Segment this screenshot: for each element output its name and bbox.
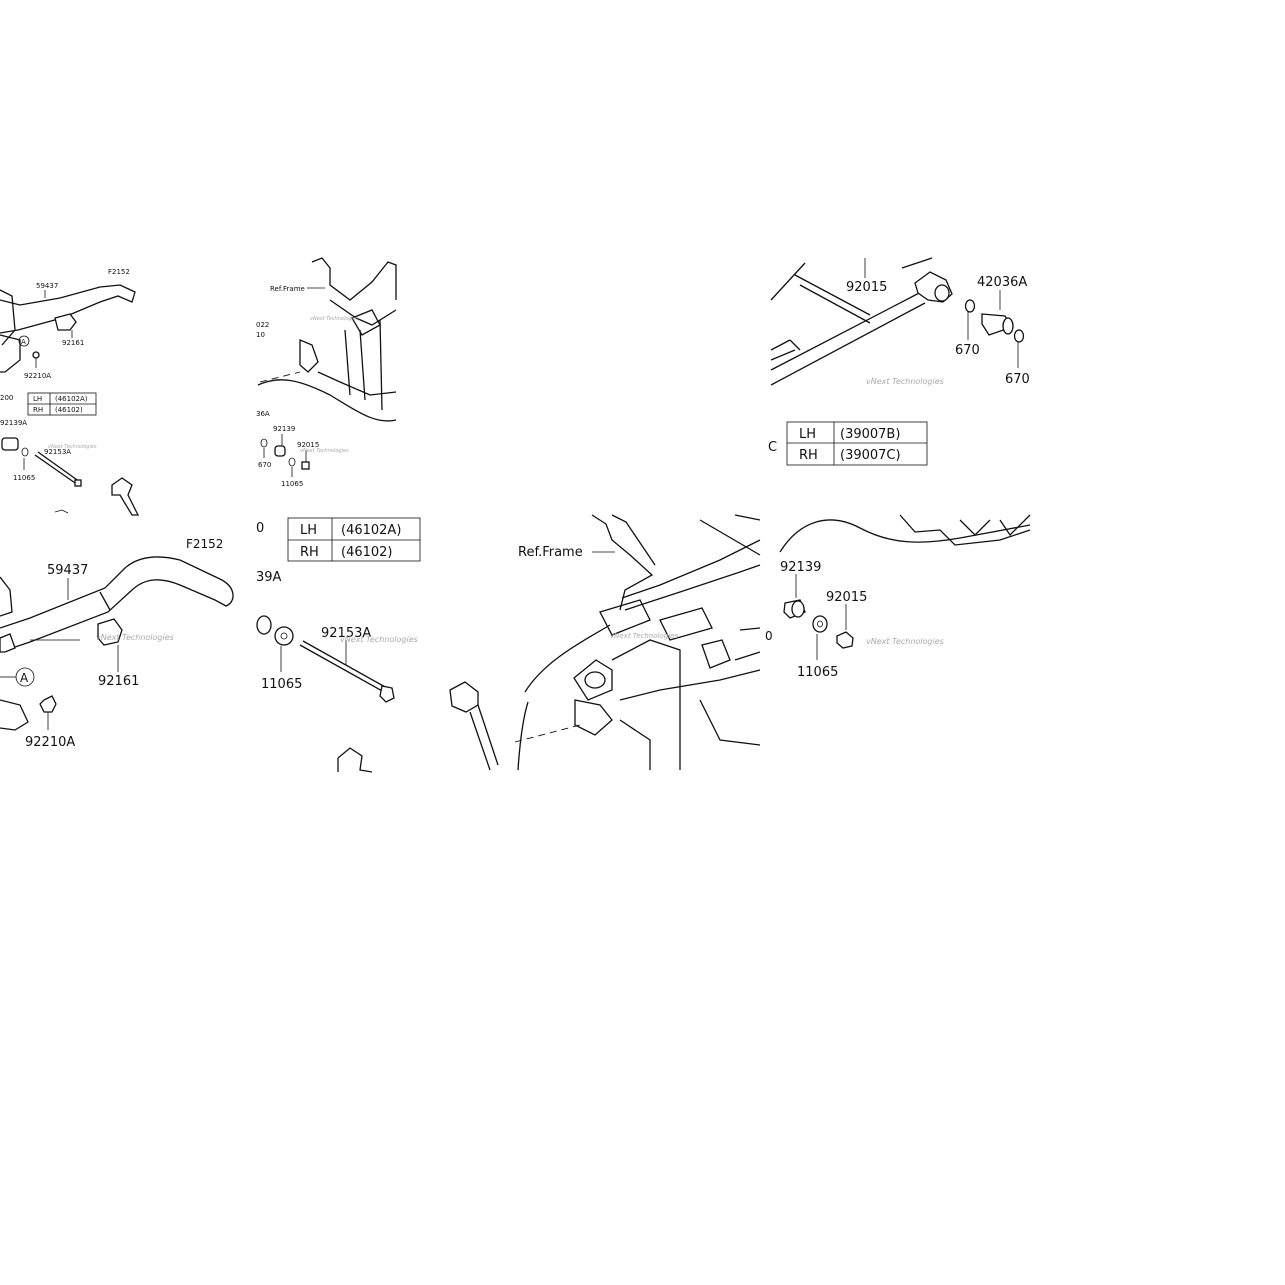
p1-part-92139a: 92139A xyxy=(0,419,27,427)
p1-part-92153a: 92153A xyxy=(44,448,71,456)
p2-frag-36a: 36A xyxy=(256,410,270,418)
p3-frag-c: C xyxy=(768,440,777,455)
p1-table-lh-val: (46102A) xyxy=(55,395,88,403)
p3-table-lh: LH xyxy=(799,427,816,442)
p3-watermark: vNext Technologies xyxy=(866,377,944,386)
p5-table-rh: RH xyxy=(300,545,319,560)
p2-part-92139: 92139 xyxy=(273,425,295,433)
p2-frag-022: 022 xyxy=(256,321,269,329)
p1-table-rh: RH xyxy=(33,406,43,414)
panel-5-bolt: 0 LH (46102A) RH (46102) 39A 11065 92153… xyxy=(256,517,421,773)
p6-watermark: vNext Technologies xyxy=(610,632,678,640)
p5-part-11065: 11065 xyxy=(261,677,302,692)
p2-frag-10: 10 xyxy=(256,331,265,339)
p3-part-42036a: 42036A xyxy=(977,275,1027,290)
p1-circle-a: A xyxy=(21,338,26,346)
p5-watermark: vNext Technologies xyxy=(340,635,418,644)
p1-part-59437: 59437 xyxy=(36,282,58,290)
p2-watermark: vNext Technologies xyxy=(310,316,359,322)
p6-ref-frame: Ref.Frame xyxy=(518,545,583,560)
p1-part-92161: 92161 xyxy=(62,339,84,347)
panel-3-a-arm: 92015 670 42036A 670 vNext Technologies … xyxy=(768,257,1030,466)
p1-frag-200: 200 xyxy=(0,394,13,402)
p4-part-92161: 92161 xyxy=(98,674,139,689)
p7-frag-0: 0 xyxy=(765,629,773,643)
p4-watermark: vNext Technologies xyxy=(96,633,174,642)
p5-table-lh-val: (46102A) xyxy=(341,523,401,538)
p4-part-59437: 59437 xyxy=(47,563,88,578)
p5-frag-0: 0 xyxy=(256,521,264,536)
p2-part-670: 670 xyxy=(258,461,271,469)
p2-part-92015: 92015 xyxy=(297,441,319,449)
p2-ref-frame: Ref.Frame xyxy=(270,285,305,293)
p3-table-rh-val: (39007C) xyxy=(840,448,901,463)
p7-part-11065: 11065 xyxy=(797,665,838,680)
p1-part-11065: 11065 xyxy=(13,474,35,482)
panel-6-frame: Ref.Frame vNext Technologies xyxy=(449,514,761,771)
p1-table-rh-val: (46102) xyxy=(55,406,83,414)
p5-table-rh-val: (46102) xyxy=(341,545,393,560)
p2-watermark-2: vNext Technologies xyxy=(300,448,349,454)
p1-ref-f2152: F2152 xyxy=(108,268,130,276)
p1-part-92210a: 92210A xyxy=(24,372,51,380)
p3-table-lh-val: (39007B) xyxy=(840,427,900,442)
panel-4-stabilizer: 92161 59437 F2152 A 92210A vNext Technol… xyxy=(0,537,234,750)
p7-part-92015: 92015 xyxy=(826,590,867,605)
panel-2-frame-small: Ref.Frame 022 10 36A vNext Technologies … xyxy=(256,257,397,488)
p5-part-92153a: 92153A xyxy=(321,626,371,641)
panel-7-hardware: 0 92139 11065 92015 vNext Technologies xyxy=(765,514,1031,680)
p2-part-11065: 11065 xyxy=(281,480,303,488)
p1-table-lh: LH xyxy=(33,395,42,403)
p3-table-rh: RH xyxy=(799,448,818,463)
p7-watermark: vNext Technologies xyxy=(866,637,944,646)
p3-part-92015: 92015 xyxy=(846,280,887,295)
p5-frag-39a: 39A xyxy=(256,570,282,585)
p7-part-92139: 92139 xyxy=(780,560,821,575)
p3-part-670-a: 670 xyxy=(955,343,980,358)
panel-1-stabilizer-small: A 59437 F2152 92161 92210A 200 LH (46102… xyxy=(0,268,140,516)
p4-part-92210a: 92210A xyxy=(25,735,75,750)
p4-circle-a: A xyxy=(20,671,29,685)
p1-watermark: vNext Technologies xyxy=(48,444,97,450)
p4-ref-f2152: F2152 xyxy=(186,537,223,551)
p3-part-670-b: 670 xyxy=(1005,372,1030,387)
p5-table-lh: LH xyxy=(300,523,317,538)
